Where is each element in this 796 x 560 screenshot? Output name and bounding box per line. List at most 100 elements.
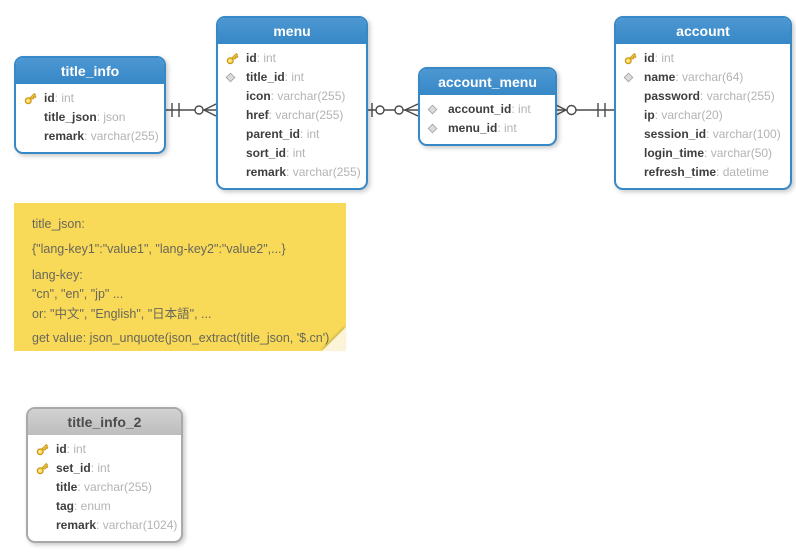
field-type: int — [286, 144, 306, 163]
table-fields: idint title_idinticonvarchar(255)hrefvar… — [218, 44, 366, 188]
field-row[interactable]: idint — [23, 89, 162, 108]
field-row[interactable]: remarkvarchar(255) — [23, 127, 162, 146]
field-name: name — [644, 70, 676, 84]
field-name: id — [246, 51, 257, 65]
field-name: title_json — [44, 110, 97, 124]
table-fields: account_idint menu_idint — [420, 95, 555, 144]
field-name: password — [644, 89, 701, 103]
field-row[interactable]: menu_idint — [427, 119, 553, 138]
field-row[interactable]: idint — [623, 49, 788, 68]
table-menu[interactable]: menu idint title_idinticonvarchar(255)hr… — [216, 16, 368, 190]
note-fold-corner — [322, 327, 346, 351]
field-row[interactable]: tagenum — [35, 497, 179, 516]
connector-menu-account-menu[interactable] — [368, 103, 419, 117]
note-line: or: "中文", "English", "日本語", ... — [32, 307, 212, 321]
field-name: id — [44, 91, 55, 105]
table-title: menu — [273, 23, 311, 39]
connector-account-menu-account[interactable] — [553, 103, 614, 117]
sticky-note[interactable]: title_json: {"lang-key1":"value1", "lang… — [14, 203, 346, 351]
field-row[interactable]: title_idint — [225, 68, 364, 87]
field-row[interactable]: iconvarchar(255) — [225, 87, 364, 106]
table-header[interactable]: menu — [218, 18, 366, 44]
field-row[interactable]: remarkvarchar(255) — [225, 163, 364, 182]
field-type: json — [97, 108, 125, 127]
field-row[interactable]: login_timevarchar(50) — [623, 144, 788, 163]
field-row[interactable]: session_idvarchar(100) — [623, 125, 788, 144]
field-type: int — [655, 49, 674, 68]
foreign-key-diamond-icon — [427, 104, 448, 115]
field-type: int — [300, 125, 320, 144]
field-type: varchar(50) — [704, 144, 772, 163]
field-type: varchar(20) — [655, 106, 722, 125]
field-row[interactable]: account_idint — [427, 100, 553, 119]
foreign-key-diamond-icon — [427, 123, 448, 134]
field-type: int — [55, 89, 74, 108]
field-row[interactable]: sort_idint — [225, 144, 364, 163]
table-fields: idinttitle_jsonjsonremarkvarchar(255) — [16, 84, 164, 152]
field-name: remark — [246, 165, 287, 179]
table-title-info[interactable]: title_info idinttitle_jsonjsonremarkvarc… — [14, 56, 166, 154]
field-name: set_id — [56, 461, 91, 475]
field-type: varchar(255) — [269, 106, 343, 125]
field-name: account_id — [448, 102, 512, 116]
table-title-info-2[interactable]: title_info_2 idint set_idinttitlevarchar… — [26, 407, 183, 543]
field-name: sort_id — [246, 146, 287, 160]
field-name: tag — [56, 499, 74, 513]
field-name: menu_id — [448, 121, 498, 135]
field-row[interactable]: hrefvarchar(255) — [225, 106, 364, 125]
field-type: varchar(100) — [706, 125, 781, 144]
note-line: "cn", "en", "jp" ... — [32, 287, 124, 301]
table-title: account_menu — [438, 74, 537, 90]
table-header[interactable]: account — [616, 18, 790, 44]
table-header[interactable]: account_menu — [420, 69, 555, 95]
field-name: remark — [56, 518, 97, 532]
field-type: varchar(255) — [700, 87, 775, 106]
foreign-key-diamond-icon — [225, 72, 246, 83]
connector-title-info-menu[interactable] — [166, 103, 217, 117]
field-name: id — [644, 51, 655, 65]
field-type: datetime — [716, 163, 769, 182]
field-name: parent_id — [246, 127, 301, 141]
table-header[interactable]: title_info_2 — [28, 409, 181, 435]
primary-key-icon — [35, 442, 56, 457]
field-row[interactable]: set_idint — [35, 459, 179, 478]
note-line: {"lang-key1":"value1", "lang-key2":"valu… — [32, 242, 286, 256]
primary-key-icon — [225, 51, 246, 66]
field-type: int — [285, 68, 304, 87]
field-type: int — [91, 459, 110, 478]
field-type: int — [497, 119, 517, 138]
table-account-menu[interactable]: account_menu account_idint menu_idint — [418, 67, 557, 146]
field-name: icon — [246, 89, 271, 103]
field-row[interactable]: ipvarchar(20) — [623, 106, 788, 125]
field-type: int — [511, 100, 531, 119]
field-type: varchar(255) — [84, 127, 159, 146]
field-type: enum — [74, 497, 111, 516]
field-row[interactable]: title_jsonjson — [23, 108, 162, 127]
field-row[interactable]: idint — [225, 49, 364, 68]
field-row[interactable]: refresh_timedatetime — [623, 163, 788, 182]
table-account[interactable]: account idint namevarchar(64)passwordvar… — [614, 16, 792, 190]
field-type: varchar(255) — [271, 87, 345, 106]
field-name: id — [56, 442, 67, 456]
table-title: account — [676, 23, 730, 39]
table-header[interactable]: title_info — [16, 58, 164, 84]
primary-key-icon — [35, 461, 56, 476]
field-row[interactable]: parent_idint — [225, 125, 364, 144]
field-name: remark — [44, 129, 85, 143]
field-type: varchar(255) — [77, 478, 152, 497]
field-row[interactable]: namevarchar(64) — [623, 68, 788, 87]
field-name: ip — [644, 108, 655, 122]
table-title: title_info_2 — [67, 414, 142, 430]
field-name: refresh_time — [644, 165, 717, 179]
primary-key-icon — [23, 91, 44, 106]
field-row[interactable]: idint — [35, 440, 179, 459]
field-row[interactable]: titlevarchar(255) — [35, 478, 179, 497]
field-type: varchar(64) — [675, 68, 743, 87]
note-line: get value: json_unquote(json_extract(tit… — [32, 331, 330, 345]
field-row[interactable]: remarkvarchar(1024) — [35, 516, 179, 535]
table-fields: idint set_idinttitlevarchar(255)tagenumr… — [28, 435, 181, 541]
field-row[interactable]: passwordvarchar(255) — [623, 87, 788, 106]
note-line: title_json: — [32, 217, 85, 231]
